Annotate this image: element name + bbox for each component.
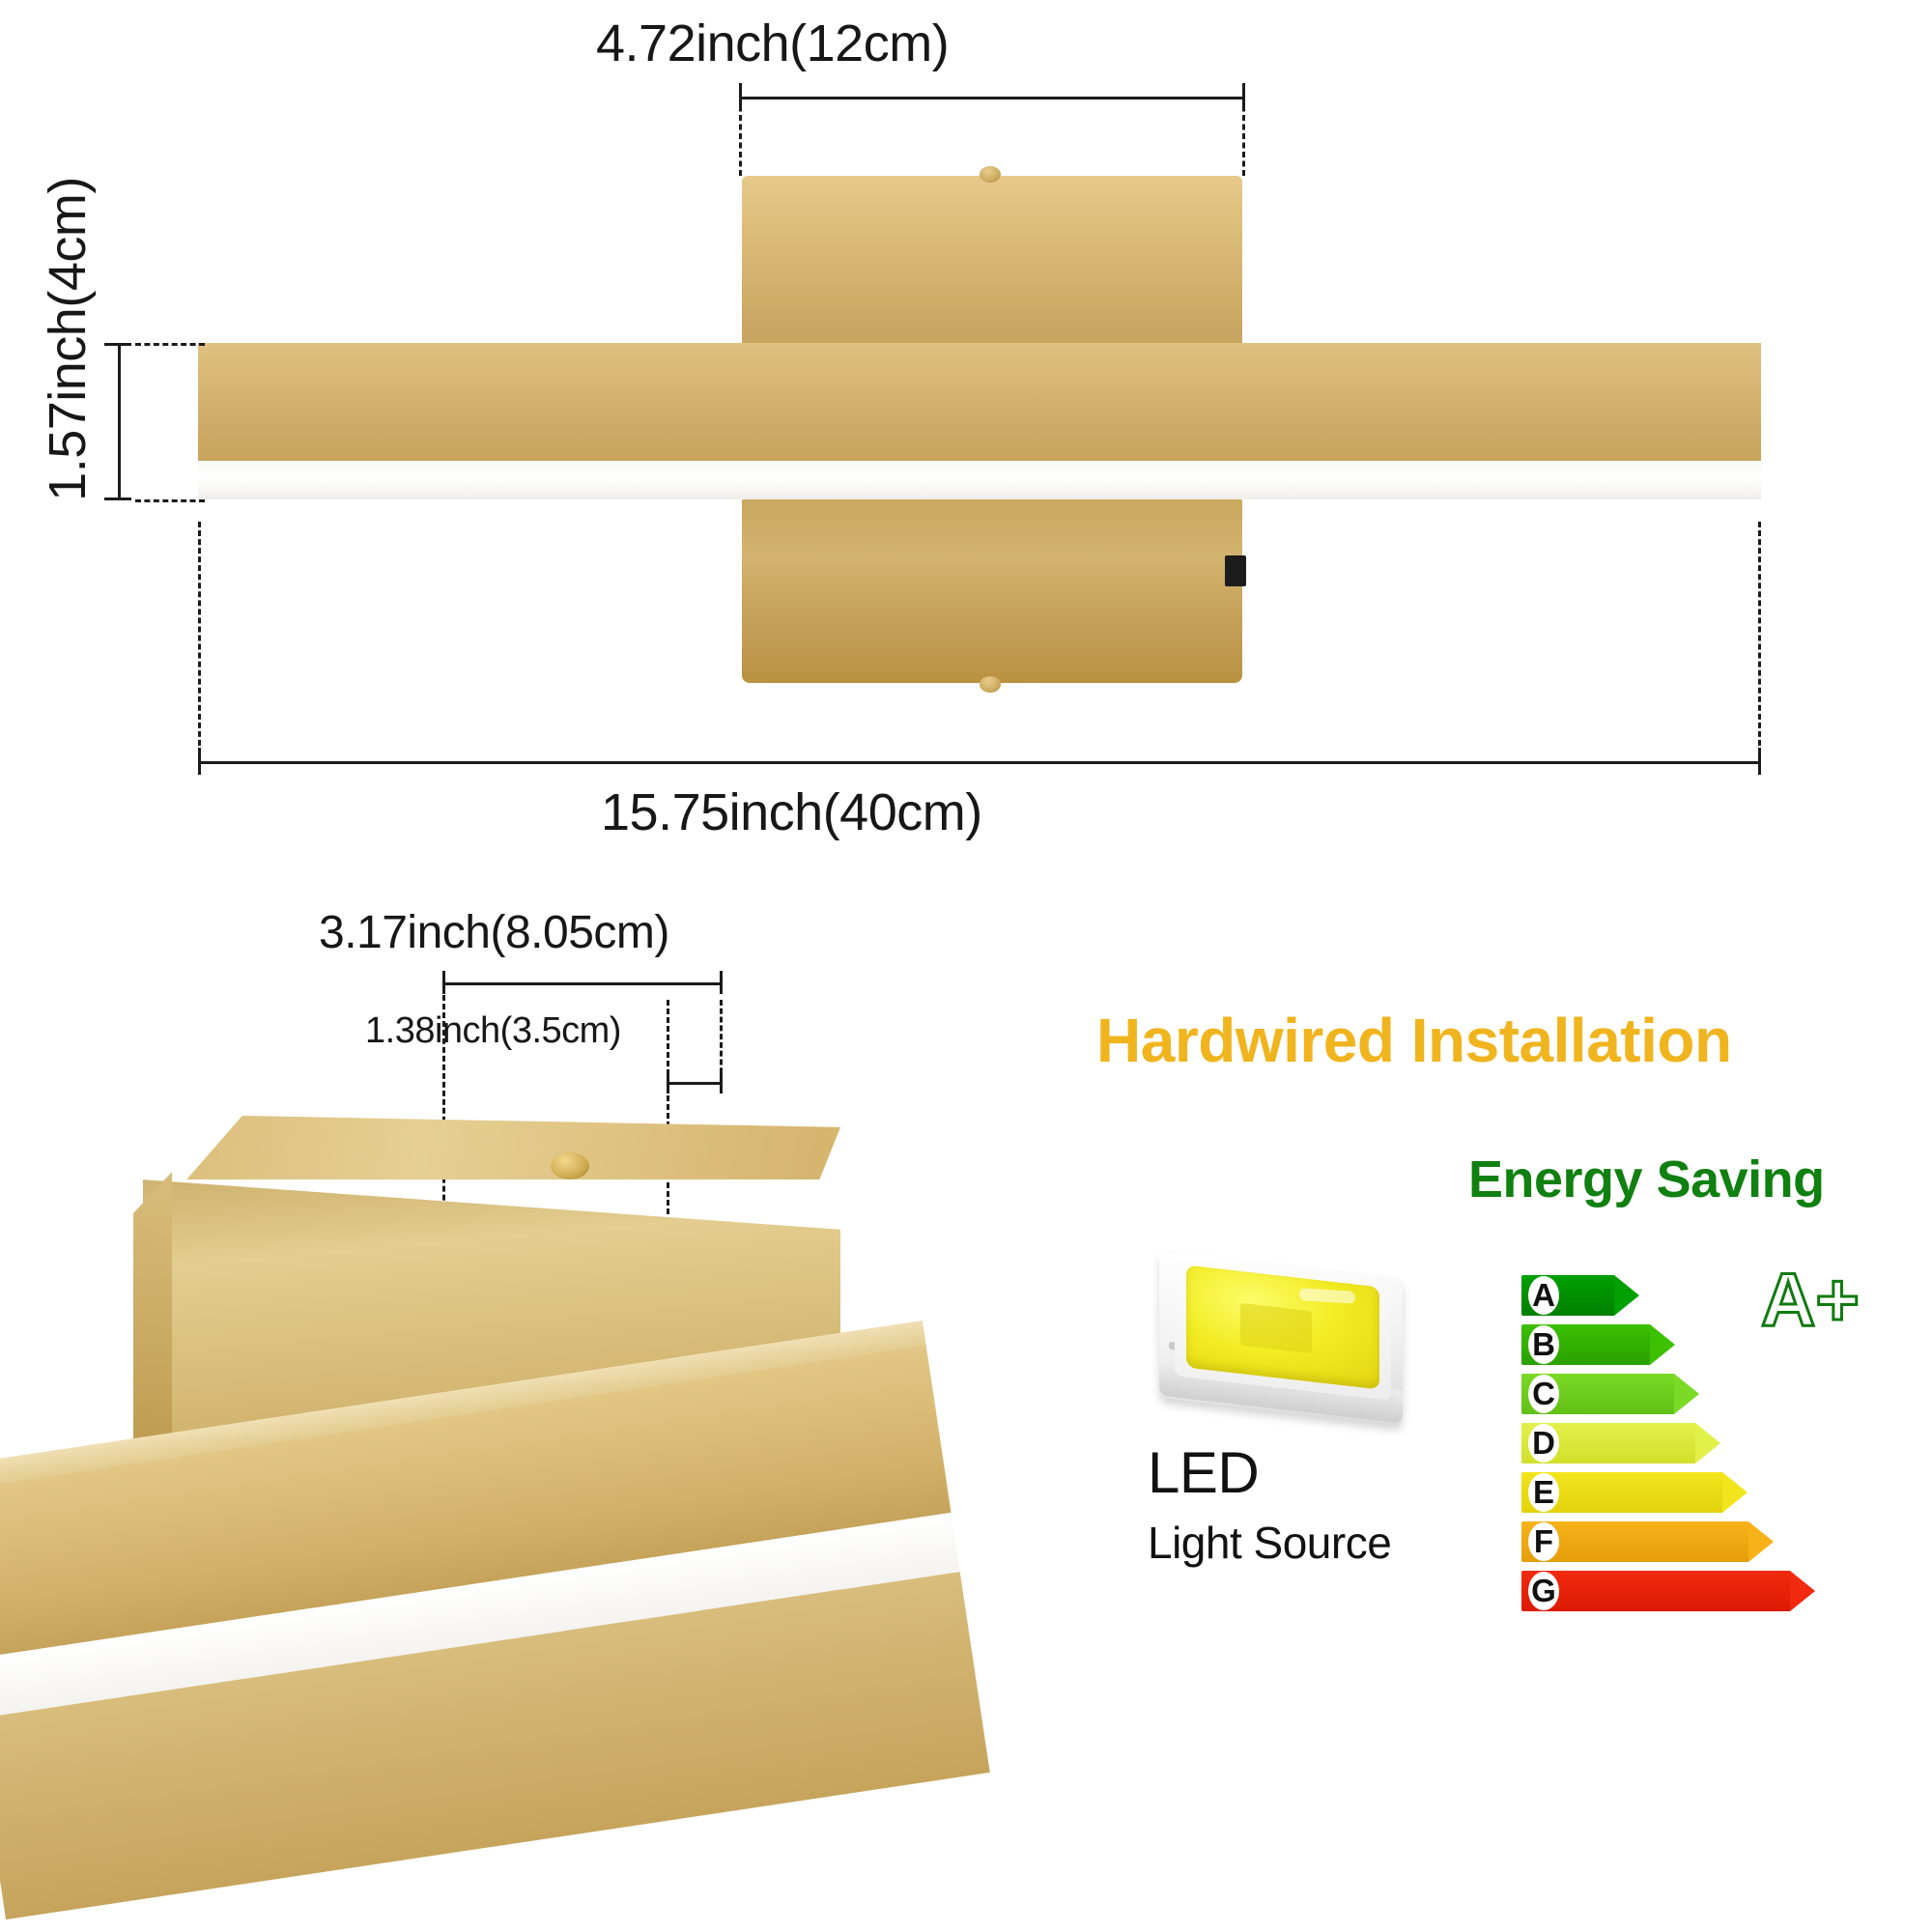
energy-rating-letter: B — [1528, 1325, 1559, 1364]
width-extension-line-right — [1758, 522, 1761, 763]
hardwired-installation-heading: Hardwired Installation — [1096, 1006, 1732, 1075]
energy-rating-bar-arrow — [1650, 1324, 1675, 1365]
energy-rating-letter: C — [1528, 1375, 1559, 1413]
vertical-guide-right — [720, 1000, 723, 1082]
energy-rating-bar-arrow — [1748, 1521, 1774, 1562]
led-chip-die — [1240, 1302, 1312, 1354]
energy-rating-bar-arrow — [1614, 1275, 1639, 1316]
energy-rating-row: A — [1521, 1275, 1840, 1316]
block-top-face — [186, 1116, 840, 1179]
screw-icon-block — [551, 1152, 589, 1179]
energy-class-badge: A+ — [1760, 1256, 1861, 1344]
mounting-plate-lower — [742, 499, 1242, 683]
energy-rating-bar-body — [1521, 1571, 1790, 1611]
block-width-tick-left — [442, 971, 445, 994]
energy-rating-row: B — [1521, 1324, 1840, 1365]
block-width-dimension-line — [442, 982, 723, 985]
height-extension-line-bottom — [135, 499, 205, 502]
light-bar-gold-body — [198, 343, 1761, 461]
mounting-plate-upper — [742, 176, 1242, 364]
height-dimension-tick-top — [104, 343, 131, 346]
led-label: LED — [1148, 1440, 1260, 1505]
total-width-dimension-label: 15.75inch(40cm) — [601, 783, 982, 841]
total-width-tick-right — [1758, 748, 1761, 775]
switch-icon[interactable] — [1225, 555, 1246, 586]
total-width-tick-left — [198, 748, 201, 775]
screw-icon-bottom — [980, 676, 1001, 693]
total-width-dimension-line — [198, 761, 1761, 764]
energy-rating-bar-arrow — [1695, 1423, 1720, 1463]
energy-rating-row: G — [1521, 1571, 1840, 1611]
width-extension-line-left — [198, 522, 201, 763]
energy-rating-row: E — [1521, 1472, 1840, 1513]
energy-rating-bar-arrow — [1674, 1374, 1699, 1414]
energy-rating-bar-arrow — [1722, 1472, 1747, 1513]
energy-rating-bar — [1521, 1521, 1774, 1562]
top-extension-line-right — [1242, 97, 1245, 176]
energy-rating-letter: E — [1528, 1473, 1559, 1512]
energy-rating-bar — [1521, 1571, 1815, 1611]
led-sublabel: Light Source — [1148, 1518, 1392, 1568]
bar-height-dimension-label: 1.57inch(4cm) — [39, 177, 97, 501]
energy-rating-row: C — [1521, 1374, 1840, 1414]
top-dimension-line — [739, 97, 1245, 99]
screw-offset-dimension-line — [667, 1082, 723, 1085]
top-extension-line-left — [739, 97, 742, 176]
light-bar-diffuser — [198, 461, 1761, 499]
energy-rating-letter: D — [1528, 1424, 1559, 1463]
energy-rating-bar-arrow — [1790, 1571, 1815, 1611]
energy-rating-bar-body — [1521, 1521, 1748, 1562]
screw-icon — [980, 166, 1001, 183]
height-extension-line-top — [135, 343, 205, 346]
top-width-dimension-label: 4.72inch(12cm) — [596, 14, 950, 72]
energy-saving-heading: Energy Saving — [1468, 1151, 1825, 1208]
height-dimension-line — [118, 343, 121, 499]
energy-rating-row: D — [1521, 1423, 1840, 1463]
energy-rating-letter: F — [1528, 1522, 1559, 1561]
block-width-tick-right — [720, 971, 723, 994]
screw-offset-tick-right — [720, 1072, 723, 1094]
block-width-dimension-label: 3.17inch(8.05cm) — [319, 907, 669, 958]
vertical-guide-screw — [667, 1000, 669, 1232]
energy-rating-letter: A — [1528, 1276, 1559, 1315]
led-chip-icon — [1159, 1250, 1420, 1435]
energy-rating-row: F — [1521, 1521, 1840, 1562]
energy-rating-letter: G — [1528, 1572, 1559, 1610]
height-dimension-tick-bottom — [104, 497, 131, 500]
screw-offset-dimension-label: 1.38inch(3.5cm) — [365, 1010, 621, 1051]
